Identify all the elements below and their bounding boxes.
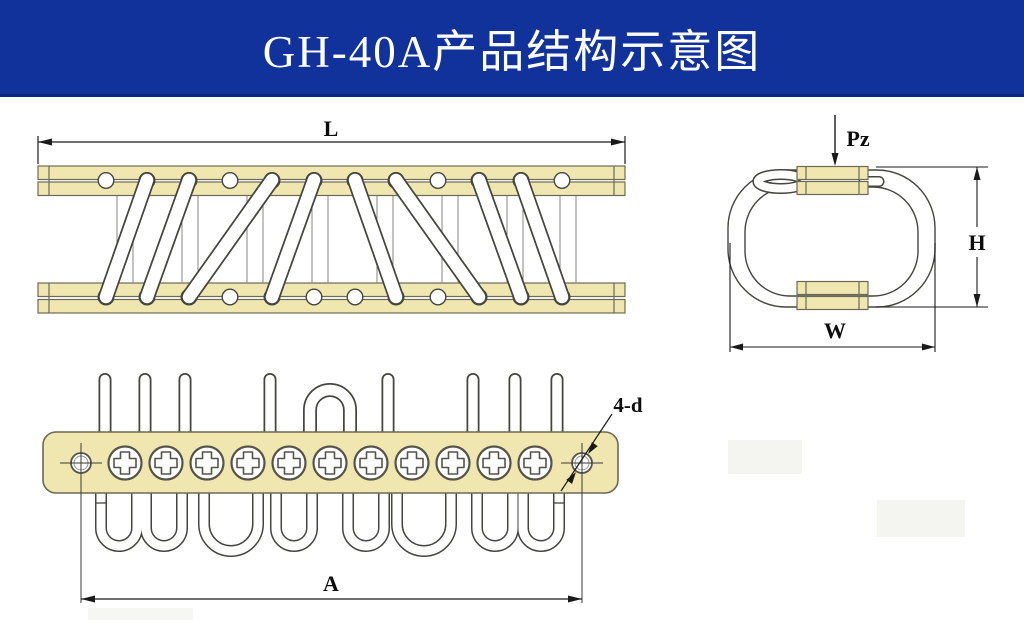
page-title: GH-40A产品结构示意图 [262, 26, 762, 77]
callout-4d [560, 413, 613, 492]
load-label: Pz [846, 126, 869, 151]
height-label: H [968, 230, 985, 255]
top-view: 4-d A [42, 380, 643, 603]
lower-loops [95, 487, 565, 557]
dimension-W [729, 243, 936, 352]
end-view: Pz H W [727, 115, 988, 352]
width-label: W [824, 318, 846, 343]
background-artifacts [88, 440, 965, 620]
dimension-Pz [831, 115, 839, 166]
span-label: A [323, 571, 339, 596]
upper-loops [105, 380, 557, 437]
dimension-A [81, 595, 582, 603]
hole-callout-label: 4-d [613, 393, 642, 417]
title-banner: GH-40A产品结构示意图 [0, 0, 1024, 97]
mounting-holes [60, 443, 603, 603]
clamp-bars [796, 165, 869, 311]
side-view: L [37, 116, 626, 314]
length-label: L [324, 116, 339, 141]
clamp-screws [107, 445, 553, 481]
wire-rope-tubes [98, 172, 570, 305]
dimension-L [37, 136, 626, 164]
dimension-H [876, 166, 988, 308]
